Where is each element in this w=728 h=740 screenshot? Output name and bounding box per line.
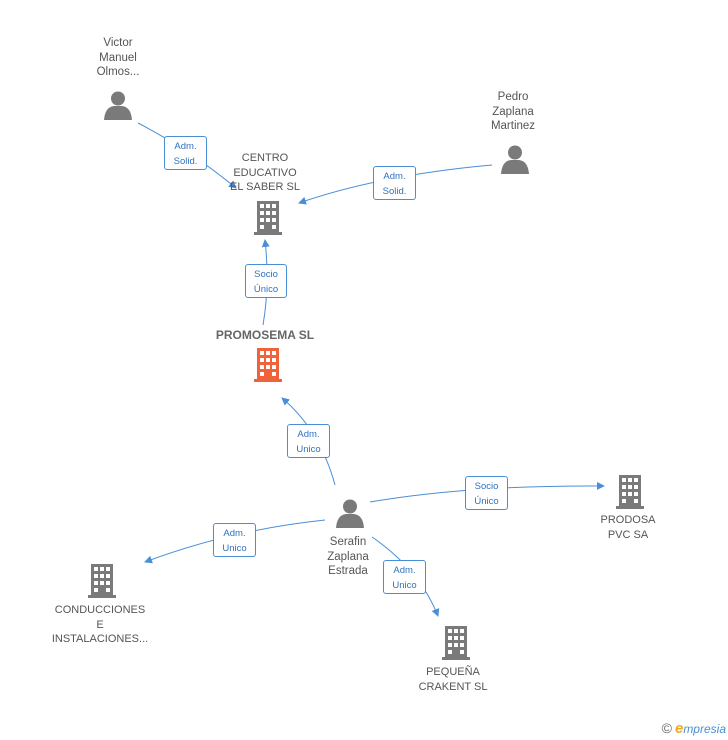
node-label: Pedro Zaplana Martinez	[490, 91, 536, 132]
relation-badge-pedro-centro[interactable]: Adm.Solid.	[373, 166, 416, 200]
person-icon	[104, 91, 132, 120]
node-label: PRODOSA PVC SA	[600, 514, 656, 541]
building-icon	[254, 201, 282, 235]
brand-footer: ©empresia	[662, 720, 726, 737]
node-label: Victor Manuel Olmos...	[96, 37, 140, 78]
person-icon	[501, 145, 529, 174]
node-label: CONDUCCIONES E INSTALACIONES...	[51, 604, 149, 645]
copyright-icon: ©	[661, 720, 672, 736]
building-icon	[88, 564, 116, 598]
relation-badge-serafin-conducciones[interactable]: Adm.Unico	[213, 523, 256, 557]
node-label: CENTRO EDUCATIVO EL SABER SL	[230, 152, 300, 193]
relation-badge-serafin-promosema[interactable]: Adm.Unico	[287, 424, 330, 458]
node-label: PEQUEÑA CRAKENT SL	[418, 666, 488, 693]
brand-logo-text: mpresia	[683, 722, 726, 736]
building-icon	[616, 475, 644, 509]
brand-logo-initial: e	[674, 720, 684, 737]
node-label: PROMOSEMA SL	[215, 328, 315, 342]
relation-badge-serafin-pequena[interactable]: Adm.Unico	[383, 560, 426, 594]
node-label: Serafin Zaplana Estrada	[327, 536, 369, 577]
building-icon	[442, 626, 470, 660]
relation-badge-victor-centro[interactable]: Adm.Solid.	[164, 136, 207, 170]
building-icon	[254, 348, 282, 382]
person-icon	[336, 499, 364, 528]
